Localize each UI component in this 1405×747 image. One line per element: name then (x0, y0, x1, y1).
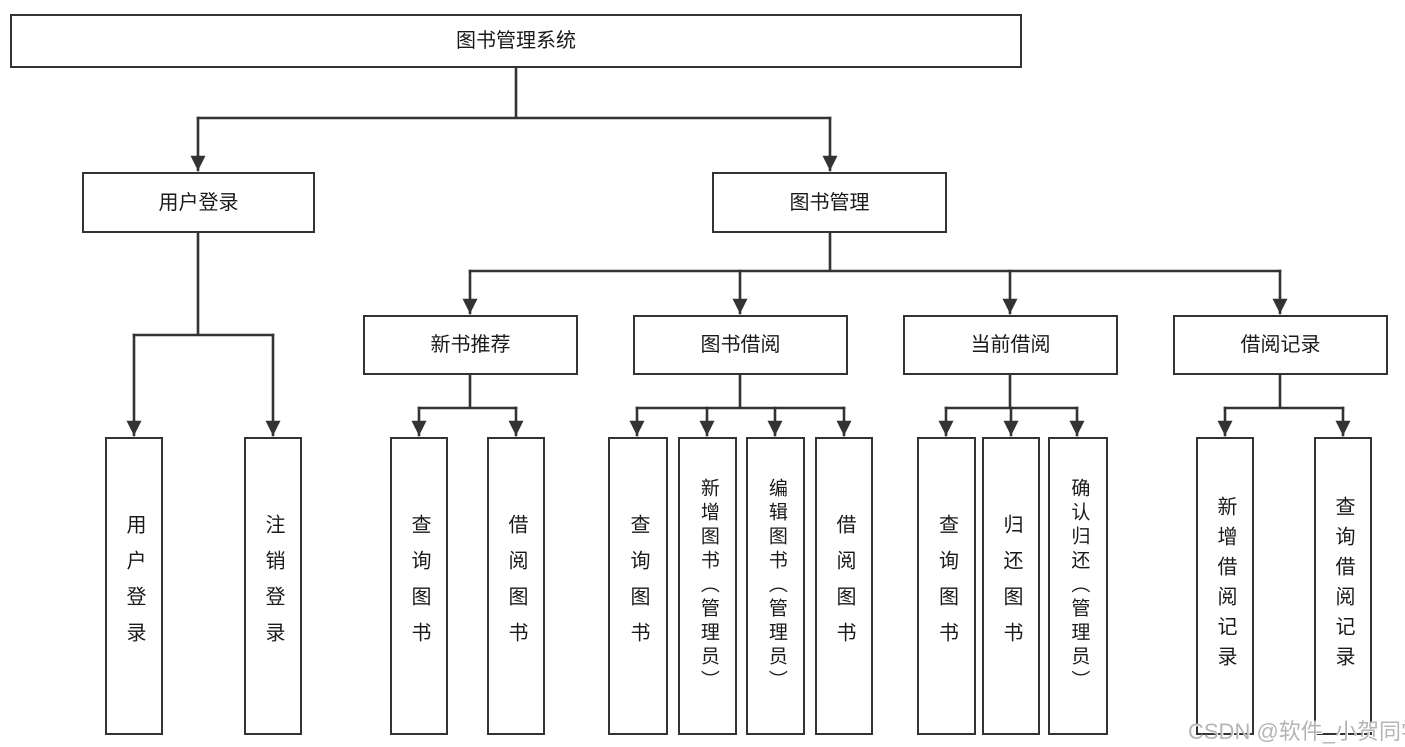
leaf-confirm-return-admin: 确认归还（管理员） (1048, 437, 1108, 735)
leaf-return-book: 归还图书 (982, 437, 1040, 735)
leaf-query-book-1: 查询图书 (390, 437, 448, 735)
leaf-add-borrow-record: 新增借阅记录 (1196, 437, 1254, 735)
csdn-watermark: CSDN @软件_小贺同学 (1188, 719, 1405, 744)
node-new-book-recommend: 新书推荐 (363, 315, 578, 375)
leaf-query-borrow-record: 查询借阅记录 (1314, 437, 1372, 735)
leaf-edit-book-admin: 编辑图书（管理员） (746, 437, 805, 735)
node-library-system: 图书管理系统 (10, 14, 1022, 68)
node-book-management: 图书管理 (712, 172, 947, 233)
node-current-borrow: 当前借阅 (903, 315, 1118, 375)
node-book-borrow: 图书借阅 (633, 315, 848, 375)
leaf-logout: 注销登录 (244, 437, 302, 735)
leaf-add-book-admin: 新增图书（管理员） (678, 437, 737, 735)
leaf-borrow-book-2: 借阅图书 (815, 437, 873, 735)
leaf-borrow-book-1: 借阅图书 (487, 437, 545, 735)
leaf-query-book-2: 查询图书 (608, 437, 668, 735)
leaf-user-login: 用户登录 (105, 437, 163, 735)
node-borrow-record: 借阅记录 (1173, 315, 1388, 375)
node-user-login: 用户登录 (82, 172, 315, 233)
leaf-query-book-3: 查询图书 (917, 437, 976, 735)
